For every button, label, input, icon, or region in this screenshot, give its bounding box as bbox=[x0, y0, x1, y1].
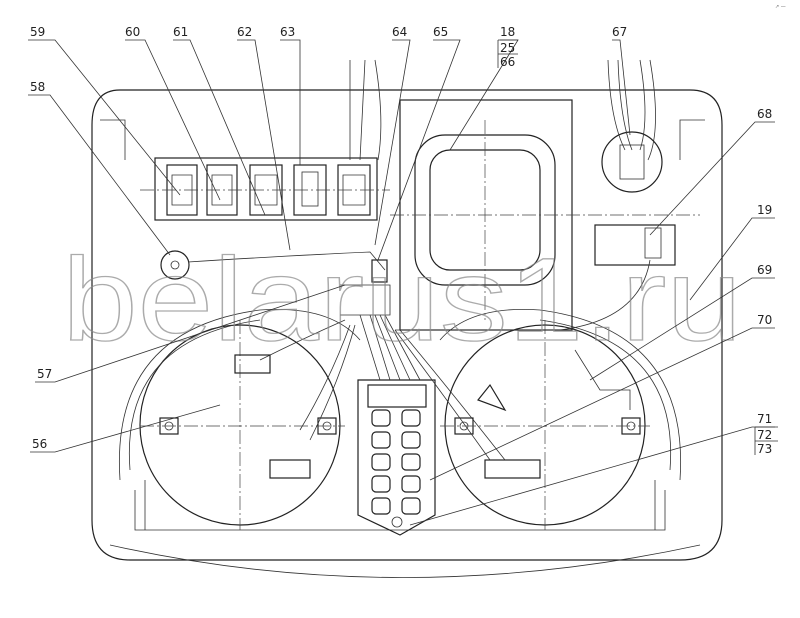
terminal-socket bbox=[371, 409, 391, 427]
transformer bbox=[390, 99, 700, 331]
label-25: 25 bbox=[500, 41, 515, 55]
label-70: 70 bbox=[757, 313, 772, 327]
switch-panel bbox=[140, 157, 390, 221]
label-18: 18 bbox=[500, 25, 515, 39]
terminal-block bbox=[357, 379, 436, 536]
terminal-socket bbox=[401, 475, 421, 493]
watermark: belarus1.ru bbox=[62, 234, 742, 366]
label-62: 62 bbox=[237, 25, 252, 39]
round-connector bbox=[601, 59, 663, 193]
right-gauge-mount bbox=[439, 309, 682, 530]
terminal-socket bbox=[401, 497, 421, 515]
label-63: 63 bbox=[280, 25, 295, 39]
terminal-socket bbox=[371, 431, 391, 449]
label-61: 61 bbox=[173, 25, 188, 39]
label-72: 72 bbox=[757, 428, 772, 442]
label-19: 19 bbox=[757, 203, 772, 217]
label-59: 59 bbox=[30, 25, 45, 39]
terminal-socket bbox=[401, 453, 421, 471]
label-67: 67 bbox=[612, 25, 627, 39]
part-labels: 59 60 61 62 63 64 65 18 25 66 67 68 19 6… bbox=[30, 25, 778, 456]
label-68: 68 bbox=[757, 107, 772, 121]
terminal-socket bbox=[371, 497, 391, 515]
label-69: 69 bbox=[757, 263, 772, 277]
corner-mark: ↗ — bbox=[775, 4, 786, 10]
terminal-socket bbox=[371, 453, 391, 471]
wiring-harness bbox=[160, 59, 541, 479]
terminal-socket bbox=[371, 475, 391, 493]
connector-block bbox=[395, 224, 676, 331]
label-65: 65 bbox=[433, 25, 448, 39]
label-58: 58 bbox=[30, 80, 45, 94]
label-73: 73 bbox=[757, 442, 772, 456]
label-57: 57 bbox=[37, 367, 52, 381]
label-66: 66 bbox=[500, 55, 515, 69]
left-gauge-mount bbox=[118, 309, 361, 530]
label-56: 56 bbox=[32, 437, 47, 451]
terminal-socket bbox=[401, 431, 421, 449]
label-71: 71 bbox=[757, 412, 772, 426]
label-60: 60 bbox=[125, 25, 140, 39]
terminal-socket bbox=[401, 409, 421, 427]
label-64: 64 bbox=[392, 25, 407, 39]
housing bbox=[91, 89, 723, 578]
